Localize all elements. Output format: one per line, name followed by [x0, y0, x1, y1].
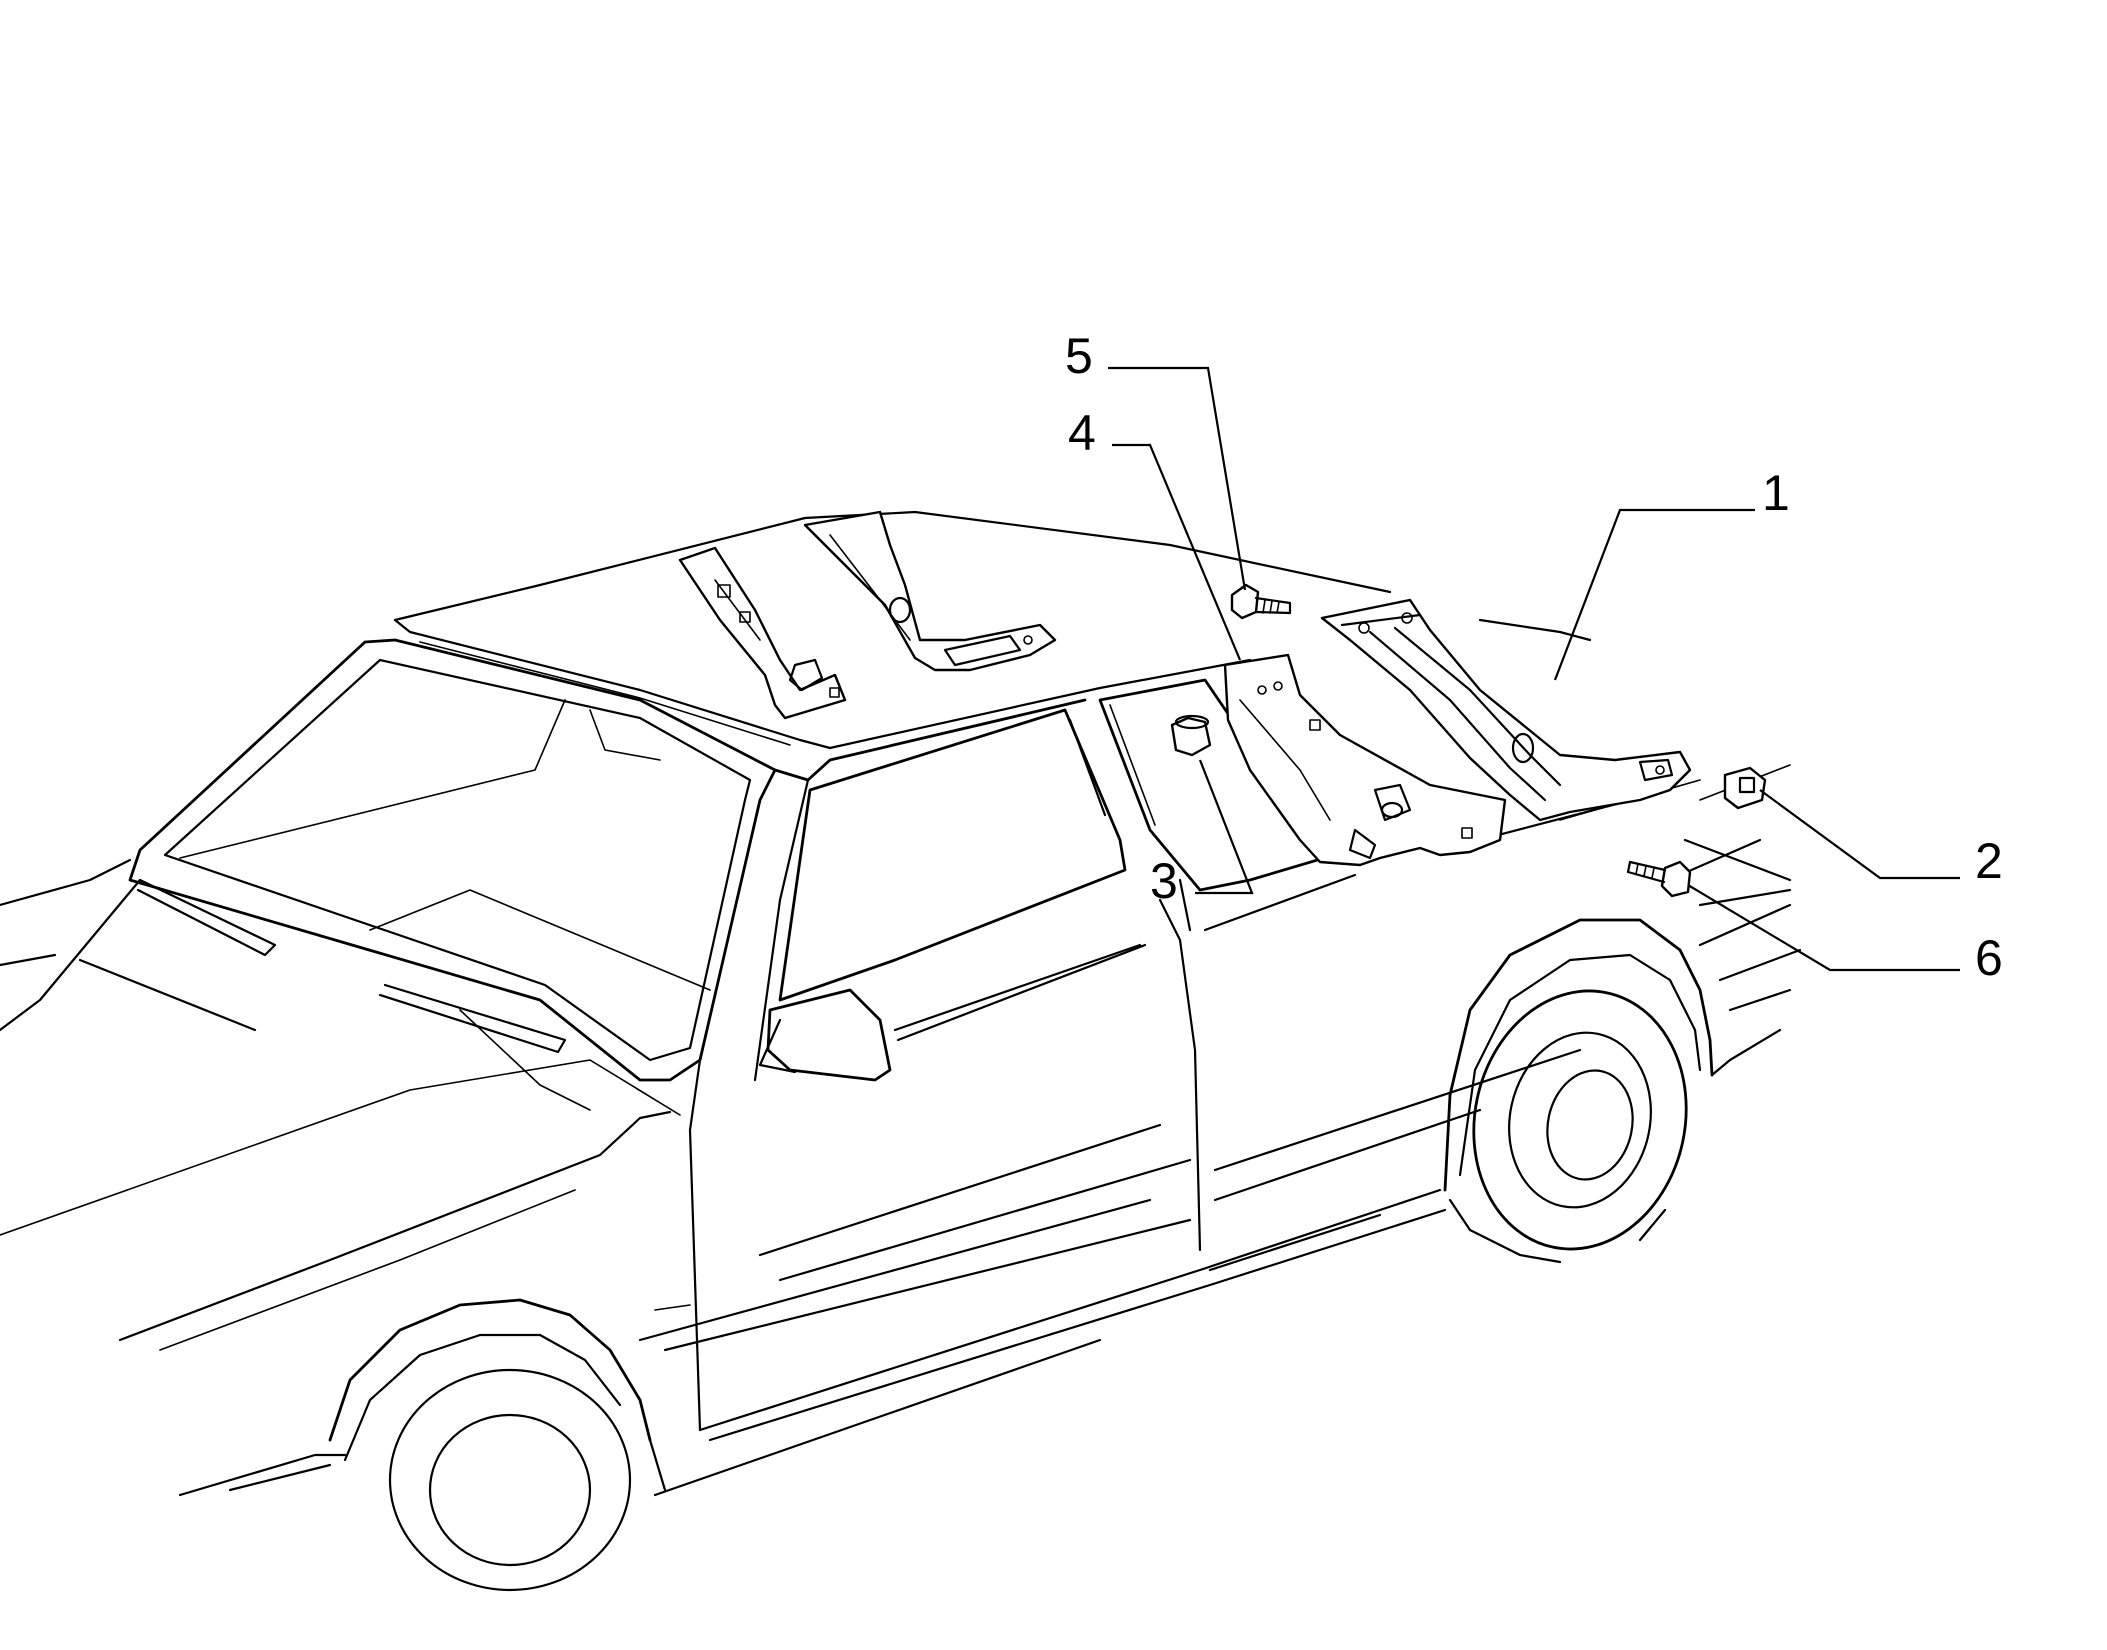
car-body-outline	[0, 510, 1802, 1592]
installed-pillar-trim-right	[803, 510, 1057, 672]
leader-5	[1108, 366, 1247, 591]
part-1-rear-pillar-trim	[1320, 598, 1692, 822]
leader-3	[1195, 759, 1254, 895]
callout-labels: 1 2 3 4 5 6	[1065, 328, 2003, 986]
leader-4	[1112, 443, 1242, 661]
callout-5: 5	[1065, 328, 1093, 384]
part-2-clip	[1723, 766, 1767, 810]
leader-6	[1687, 884, 1960, 972]
callout-2: 2	[1975, 833, 2003, 889]
callout-1: 1	[1762, 465, 1790, 521]
part-5-screw	[1230, 583, 1292, 620]
part-3-cap	[1170, 714, 1212, 757]
leader-2	[1759, 789, 1960, 880]
callout-3: 3	[1150, 853, 1178, 909]
callout-6: 6	[1975, 930, 2003, 986]
installed-pillar-trim-left	[678, 546, 847, 720]
callout-4: 4	[1068, 405, 1096, 461]
part-6-screw	[1626, 860, 1692, 898]
part-4-center-pillar-trim	[1223, 653, 1507, 867]
leader-lines	[1108, 366, 1960, 972]
leader-1	[1553, 508, 1755, 681]
